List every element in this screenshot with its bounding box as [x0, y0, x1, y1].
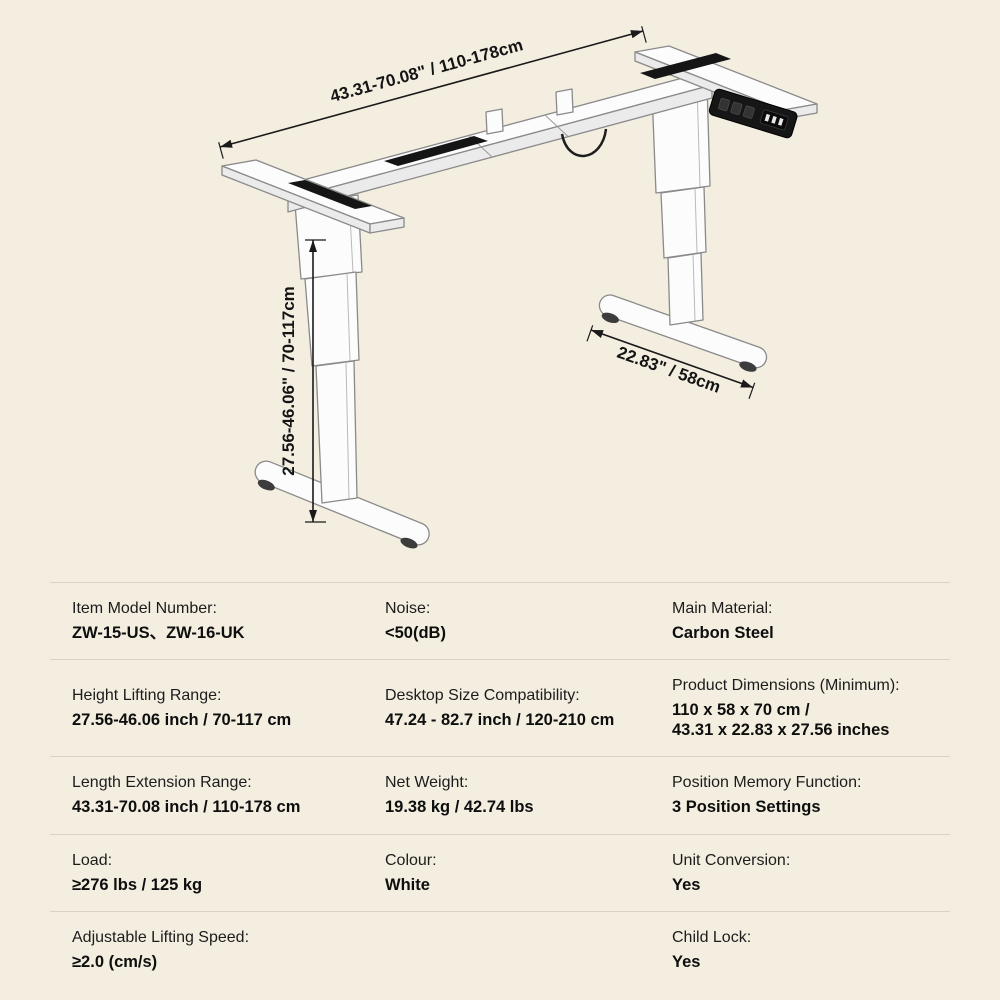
spec-value: Yes [672, 952, 701, 971]
spec-main-material: Main Material: Carbon Steel [650, 599, 950, 643]
spec-desktop-size-compatibility: Desktop Size Compatibility: 47.24 - 82.7… [363, 686, 650, 730]
desk-frame-diagram: 43.31-70.08" / 110-178cm 27.56-46.06" / … [218, 26, 818, 549]
depth-arrowhead-left [591, 330, 604, 338]
length-dimension-tick-left [218, 142, 224, 159]
spec-label: Length Extension Range: [72, 774, 252, 792]
spec-colour: Colour: White [363, 851, 650, 895]
spec-value: 47.24 - 82.7 inch / 120-210 cm [385, 711, 615, 730]
right-foot [598, 294, 768, 372]
spec-row-5: Adjustable Lifting Speed: ≥2.0 (cm/s) Ch… [50, 910, 950, 988]
spec-value: 3 Position Settings [672, 798, 821, 817]
spec-label: Desktop Size Compatibility: [385, 687, 580, 705]
spec-product-dimensions-minimum: Product Dimensions (Minimum): 110 x 58 x… [650, 676, 950, 740]
grip-pad-beam-right [640, 53, 731, 79]
spec-value: ≥2.0 (cm/s) [72, 952, 158, 971]
depth-dimension-tick-left [586, 325, 594, 342]
spec-value: ZW-15-US、ZW-16-UK [72, 624, 245, 642]
spec-value: 110 x 58 x 70 cm / 43.31 x 22.83 x 27.56… [672, 701, 890, 740]
spec-label: Position Memory Function: [672, 774, 862, 792]
spec-item-model-number: Item Model Number: ZW-15-US、ZW-16-UK [50, 599, 363, 643]
right-leg-column [651, 83, 711, 326]
spec-row-2: Height Lifting Range: 27.56-46.06 inch /… [50, 659, 950, 756]
spec-label: Height Lifting Range: [72, 687, 222, 705]
spec-row-3: Length Extension Range: 43.31-70.08 inch… [50, 756, 950, 833]
spec-table: Item Model Number: ZW-15-US、ZW-16-UK Noi… [50, 582, 950, 988]
spec-label: Noise: [385, 600, 431, 617]
spec-position-memory-function: Position Memory Function: 3 Position Set… [650, 773, 950, 817]
spec-label: Colour: [385, 851, 437, 869]
right-foot-front-pad [601, 312, 619, 324]
left-leg-edge-3 [345, 361, 350, 499]
depth-dimension-line [590, 329, 754, 389]
spec-noise: Noise: <50(dB) [363, 599, 650, 643]
spec-length-extension-range: Length Extension Range: 43.31-70.08 inch… [50, 773, 363, 817]
length-dimension-line [219, 30, 644, 148]
spec-value: 43.31-70.08 inch / 110-178 cm [72, 798, 301, 817]
height-dimension-label: 27.56-46.06" / 70-117cm [279, 286, 298, 476]
spec-label: Main Material: [672, 600, 773, 617]
right-leg-lower-segment [667, 252, 704, 326]
left-foot-rear-pad [400, 537, 418, 549]
depth-arrowhead-right [740, 379, 753, 388]
spec-load: Load: ≥276 lbs / 125 kg [50, 851, 363, 895]
spec-row-4: Load: ≥276 lbs / 125 kg Colour: White Un… [50, 833, 950, 911]
left-leg-edge-2 [346, 273, 351, 361]
length-dimension-tick-right [641, 26, 647, 43]
spec-net-weight: Net Weight: 19.38 kg / 42.74 lbs [363, 773, 650, 817]
spec-label: Product Dimensions (Minimum): [672, 677, 900, 695]
control-keypad [708, 88, 798, 139]
length-arrowhead-left [220, 139, 233, 148]
spec-value: 27.56-46.06 inch / 70-117 cm [72, 711, 292, 730]
height-arrowhead-bottom [309, 510, 317, 522]
spec-label: Load: [72, 851, 113, 869]
spec-row-1: Item Model Number: ZW-15-US、ZW-16-UK Noi… [50, 582, 950, 659]
keypad-button-up [718, 97, 730, 112]
spec-child-lock: Child Lock: Yes [650, 928, 950, 972]
spec-unit-conversion: Unit Conversion: Yes [650, 851, 950, 895]
grip-pad-beam-left [384, 136, 488, 166]
left-foot-front-pad [257, 479, 275, 491]
mounting-bracket-left [485, 108, 504, 135]
left-crossbar-end-face [369, 217, 405, 234]
right-leg-edge-3 [692, 254, 696, 321]
right-leg-edge-2 [694, 188, 698, 253]
keypad-digit-1 [764, 113, 771, 122]
spec-value: 19.38 kg / 42.74 lbs [385, 798, 534, 817]
left-leg-column [294, 194, 363, 504]
spec-value: Yes [672, 875, 701, 894]
length-dimension: 43.31-70.08" / 110-178cm [218, 26, 647, 159]
spec-label: Adjustable Lifting Speed: [72, 928, 250, 946]
height-dimension: 27.56-46.06" / 70-117cm [279, 239, 326, 523]
spec-label: Child Lock: [672, 928, 752, 946]
beam-telescope-seam-2 [544, 114, 569, 137]
left-leg-lower-segment [315, 360, 358, 504]
keypad-button-memory [742, 105, 755, 119]
power-cable [560, 128, 608, 158]
height-arrowhead-top [309, 240, 317, 252]
mounting-bracket-right [555, 88, 574, 116]
depth-dimension-tick-right [748, 382, 756, 400]
spec-value: Carbon Steel [672, 624, 774, 642]
right-foot-rear-pad [739, 361, 757, 372]
spec-adjustable-lifting-speed: Adjustable Lifting Speed: ≥2.0 (cm/s) [50, 928, 363, 972]
keypad-button-down [730, 101, 743, 115]
spec-value: White [385, 875, 430, 894]
spec-value: <50(dB) [385, 624, 446, 642]
spec-label: Item Model Number: [72, 600, 217, 617]
keypad-digit-3 [777, 118, 784, 126]
center-beam-front-face [287, 84, 713, 213]
spec-value: ≥276 lbs / 125 kg [72, 875, 203, 894]
keypad-digit-2 [771, 115, 777, 124]
spec-label: Unit Conversion: [672, 851, 791, 869]
spec-label: Net Weight: [385, 774, 469, 792]
spec-height-lifting-range: Height Lifting Range: 27.56-46.06 inch /… [50, 686, 363, 730]
length-arrowhead-right [630, 30, 643, 39]
left-leg-middle-segment [304, 271, 360, 367]
grip-pad-left-crossbar [288, 180, 372, 209]
right-leg-middle-segment [660, 186, 707, 259]
